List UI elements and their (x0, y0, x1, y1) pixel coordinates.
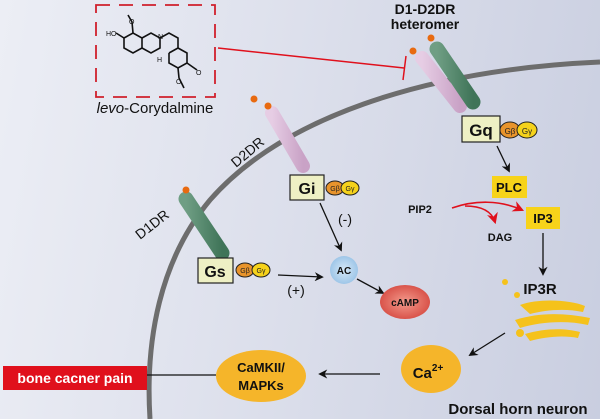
er-squiggle-icon (502, 279, 590, 341)
compound-label: levo-Corydalmine (97, 100, 214, 117)
ligand-dot (264, 102, 272, 110)
ac-label: AC (337, 266, 351, 277)
ip3-box (526, 207, 560, 229)
pip2-label: PIP2 (408, 204, 432, 216)
arrow-ac-camp (356, 278, 385, 294)
atom-ho: HO (106, 31, 117, 38)
dag-label: DAG (488, 232, 512, 244)
heteromer-label-line2: heteromer (391, 16, 460, 32)
inhibit-sign: (-) (338, 211, 352, 227)
ligand-dot (427, 34, 435, 42)
d1dr-label: D1DR (132, 206, 172, 242)
compound-dashed-box (95, 4, 216, 98)
ligand-dot (182, 186, 190, 194)
gbeta-label: Gβ (240, 268, 249, 275)
inhibition-line (217, 47, 407, 81)
camp-label: cAMP (391, 298, 419, 309)
stimulate-sign: (+) (287, 282, 305, 298)
gs-protein: Gs Gβ Gγ (197, 257, 271, 284)
plc-label: PLC (496, 180, 523, 195)
arrow-gq-plc (496, 145, 510, 173)
gs-label: Gs (204, 264, 225, 281)
cell-label: Dorsal horn neuron (448, 401, 587, 418)
outcome-label: bone cacner pain (17, 370, 132, 386)
heteromer-d1-receptor (429, 41, 481, 110)
atom-h: H (157, 57, 162, 64)
gi-label: Gi (299, 181, 316, 198)
arrow-pip2-ip3 (451, 201, 525, 212)
gq-protein: Gq Gβ Gγ (461, 115, 538, 143)
plc-box (492, 176, 527, 198)
atom-o1: O (129, 19, 135, 26)
gbeta-label: Gβ (505, 127, 516, 136)
gbeta-label: Gβ (330, 186, 339, 193)
calcium-label: Ca2+ (413, 363, 444, 382)
compound-structure: HO O N H O O levo-Corydalmine (95, 4, 216, 117)
ggamma-label: Gγ (346, 186, 355, 193)
ggamma-label: Gγ (257, 268, 266, 275)
ligand-dot (409, 47, 417, 55)
ip3-label: IP3 (533, 211, 553, 226)
ip3r-label: IP3R (523, 281, 557, 298)
gi-protein: Gi Gβ Gγ (289, 174, 360, 201)
calcium-node (401, 345, 461, 393)
atom-n: N (158, 34, 163, 41)
ac-node (330, 256, 358, 284)
camk-label-line1: CaMKII/ (237, 360, 285, 375)
arrow-ip3r-ca (468, 332, 506, 356)
atom-o3: O (176, 79, 182, 86)
heteromer-d2-receptor (415, 51, 467, 113)
camp-node (380, 285, 430, 319)
d2-receptor (265, 106, 310, 173)
outcome-box (3, 366, 147, 390)
heteromer-label-line1: D1-D2DR (395, 1, 456, 17)
d1-receptor (178, 191, 230, 261)
ligand-dot (250, 95, 258, 103)
camk-label-line2: MAPKs (238, 378, 284, 393)
atom-o2: O (196, 70, 202, 77)
gq-label: Gq (469, 121, 493, 140)
arrow-gs-ac (277, 272, 324, 282)
ggamma-label: Gγ (522, 127, 532, 136)
arrow-pip2-dag (464, 205, 498, 225)
arrow-gi-ac (319, 202, 343, 252)
camk-node (216, 350, 306, 402)
